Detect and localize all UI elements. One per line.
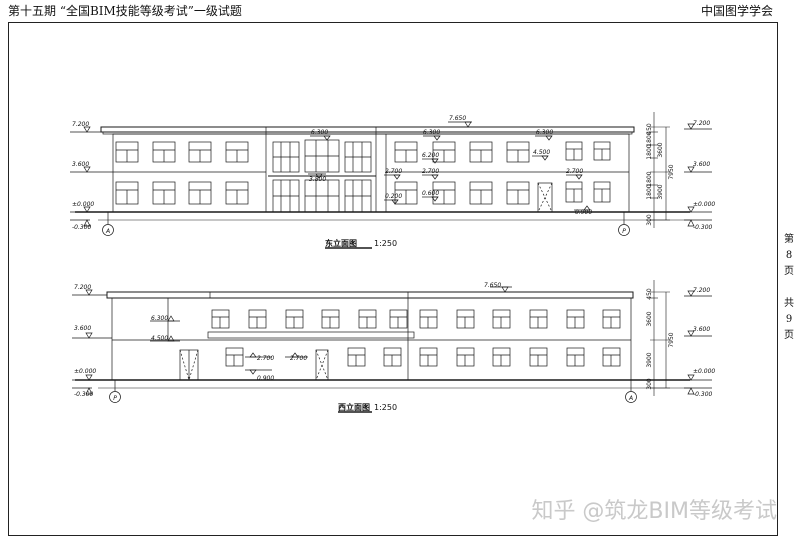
east-dim-3600: 3600 [657,142,664,157]
east-door [537,182,553,213]
west-roof-parapet [106,291,634,299]
west-level-0000-right: ±0.000 [693,368,715,375]
east-level-2700a: 2.700 [385,168,402,175]
west-level-0900: 0.900 [257,375,274,382]
west-axis-bubbles [109,380,637,403]
east-dim-300: 300 [646,214,653,226]
east-elevation-title: 东立面图 [325,238,357,248]
east-axis-left-label: A [105,228,110,235]
west-dimension-chain [650,280,670,396]
east-windows-right [394,141,611,213]
west-right-levels [684,290,712,395]
east-left-levels [70,126,113,227]
east-dim-3900: 3900 [657,184,664,199]
west-dim-450: 450 [646,288,653,300]
east-level-m0300-right: -0.300 [693,224,713,231]
west-windows-upper [211,309,621,329]
west-windows-lower [225,347,621,367]
east-right-levels [684,123,712,227]
east-dim-450: 450 [646,123,653,135]
west-elevation-title: 西立面图 [338,402,370,412]
west-level-0000-left: ±0.000 [74,368,96,375]
west-canopy [207,331,415,339]
east-level-2700b: 2.700 [422,168,439,175]
sheet-header-right: 中国图学学会 [700,4,773,18]
sheet-header-left: 第十五期 “全国BIM技能等级考试”一级试题 [8,4,242,18]
east-internal-level-marks [308,121,591,211]
east-level-6300c: 6.300 [536,129,553,136]
east-dim-1800a: 1800 [646,131,653,146]
east-dim-1800b: 1800 [646,144,653,159]
east-level-7200-left: 7.200 [72,121,89,128]
west-dim-3900: 3900 [646,352,653,367]
west-dim-300: 300 [646,378,653,390]
drawing-frame [8,22,778,536]
east-dimension-chain [650,112,670,228]
watermark: 知乎 @筑龙BIM等级考试 [531,499,777,524]
east-elevation [70,112,712,249]
east-level-3600-right: 3.600 [693,161,710,168]
east-level-0200: 0.200 [385,193,402,200]
west-doors [179,349,329,381]
west-elevation-scale: 1:250 [374,403,397,412]
west-level-3600-right: 3.600 [693,326,710,333]
east-level-6200: 6.200 [422,152,439,159]
west-axis-right-label: A [628,395,633,402]
west-level-m0300-left: -0.300 [74,391,94,398]
east-dim-total: 7950 [668,164,675,179]
west-elevation [72,280,712,413]
east-elevation-scale: 1:250 [374,239,397,248]
east-dim-1800c: 1800 [646,171,653,186]
west-level-4500: 4.500 [151,335,168,342]
east-level-2700c: 2.700 [566,168,583,175]
west-level-7200-left: 7.200 [74,284,91,291]
west-level-m0300-right: -0.300 [693,391,713,398]
west-level-2700a: 2.700 [257,355,274,362]
east-level-6300a: 6.300 [311,129,328,136]
west-level-6300: 6.300 [151,315,168,322]
west-axis-left-label: P [113,395,117,402]
page-number-label: 第 8 页 [784,234,794,277]
east-level-7200-right: 7.200 [693,120,710,127]
west-level-roof: 7.650 [484,282,501,289]
east-level-3600-left: 3.600 [72,161,89,168]
west-dim-total: 7950 [668,332,675,347]
east-level-0900: 0.900 [575,209,592,216]
west-dim-3600: 3600 [646,311,653,326]
east-level-0000-left: ±0.000 [72,201,94,208]
east-roof-parapet [100,126,635,133]
east-level-3800: 3.800 [309,176,326,183]
east-curtain-wall [268,139,376,213]
east-level-4500: 4.500 [533,149,550,156]
east-dim-1800d: 1800 [646,184,653,199]
east-level-0000-right: ±0.000 [693,201,715,208]
east-level-6300b: 6.300 [423,129,440,136]
east-level-m0300-left: -0.300 [72,224,92,231]
west-internal-level-marks [150,286,512,375]
west-level-3600-left: 3.600 [74,325,91,332]
west-level-2700b: 2.700 [290,355,307,362]
east-level-0600: 0.600 [422,190,439,197]
east-axis-bubbles [102,212,630,236]
east-windows-left [115,141,249,205]
page-total-label: 共 9 页 [784,298,794,341]
west-left-levels [72,289,112,395]
west-level-7200-right: 7.200 [693,287,710,294]
east-axis-right-label: P [622,228,626,235]
east-level-roof: 7.650 [449,115,466,122]
